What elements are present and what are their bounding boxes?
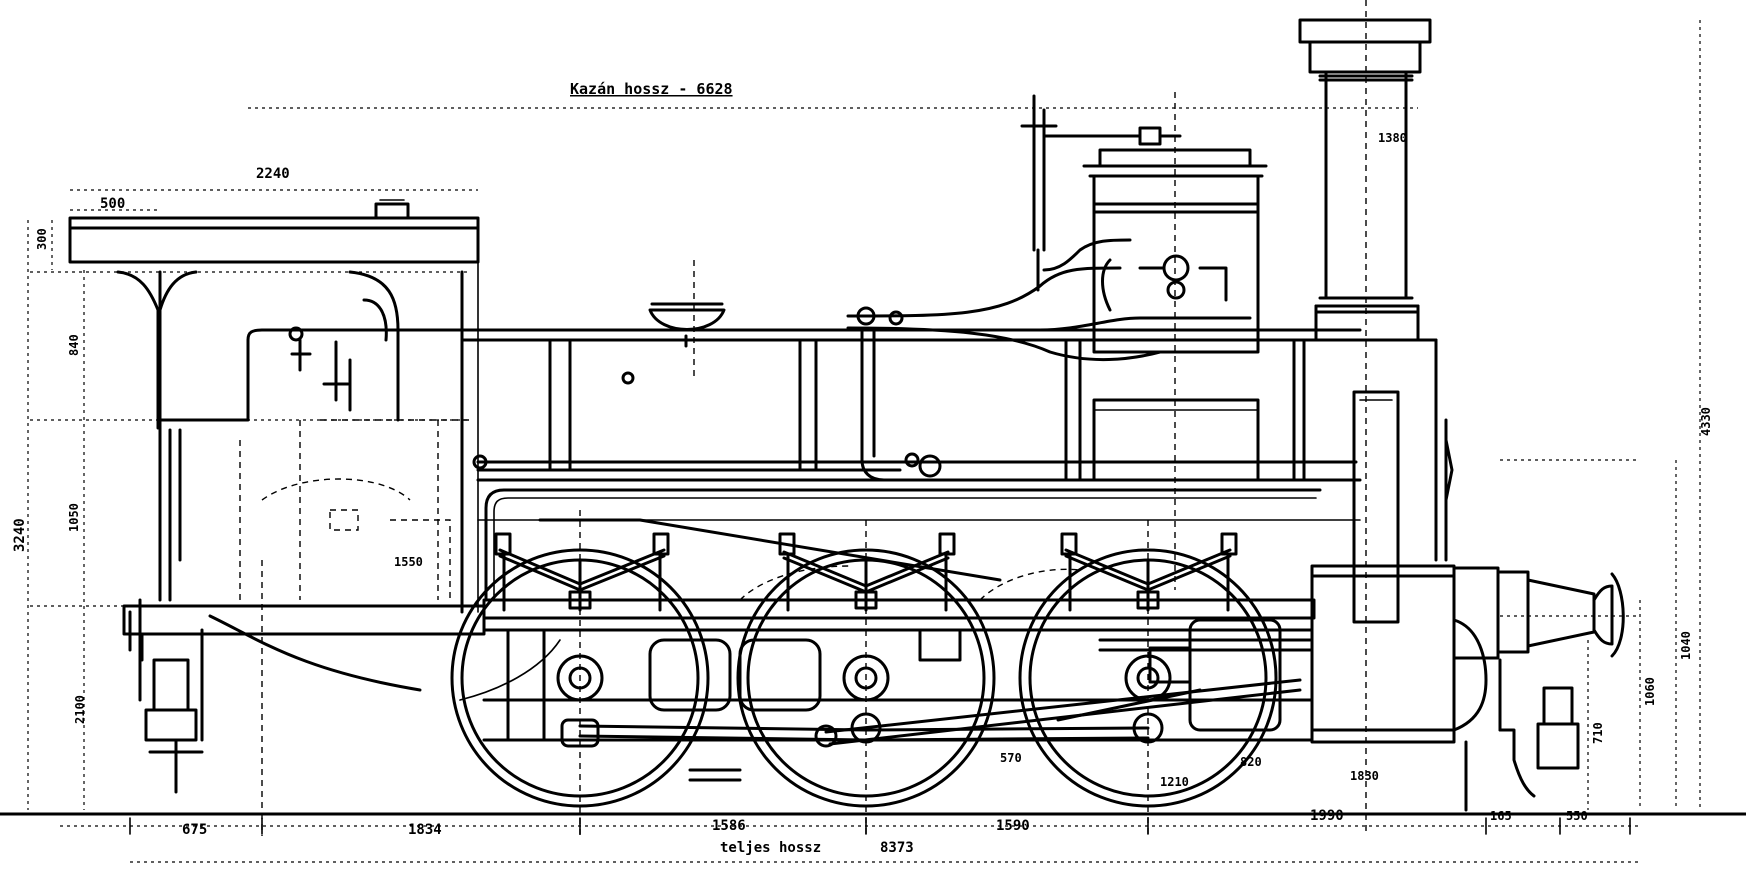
total-length-value: 8373 (880, 840, 914, 856)
chimney-height-label: 4330 (1699, 407, 1713, 436)
roof-height-label: 300 (35, 228, 49, 250)
chimney (1298, 18, 1454, 624)
wheels (450, 548, 1312, 808)
bottom-left-label: 675 (182, 822, 207, 838)
cab-lower-label: 2100 (73, 695, 87, 724)
bottom-front-label: 1990 (1310, 808, 1344, 824)
frame (208, 488, 1322, 742)
steam-dome (1020, 94, 1268, 354)
firebox-inner-label: 1550 (394, 555, 423, 569)
roof-overhang-label: 500 (100, 196, 125, 212)
cab-roof (68, 199, 480, 264)
boiler (460, 266, 1362, 521)
front-end (1310, 564, 1625, 812)
dimension-labels: Kazán hossz - 6628 2240 500 300 840 1050… (12, 80, 1713, 856)
total-length-label: teljes hossz (720, 840, 821, 856)
axle-base-1-label: 1586 (712, 818, 746, 834)
wheel-front (1018, 548, 1278, 808)
overall-length-title: Kazán hossz - 6628 (570, 80, 733, 98)
smokebox-length-label: 1830 (1350, 769, 1379, 783)
buffer-center-label: 1060 (1643, 677, 1657, 706)
cylinder-dim-label: 820 (1240, 755, 1262, 769)
cab-upper-label: 840 (67, 334, 81, 356)
roof-width-label: 2240 (256, 166, 290, 182)
bottom-right-a-label: 165 (1490, 809, 1512, 823)
bottom-second-label: 1834 (408, 822, 442, 838)
small-a-label: 570 (1000, 751, 1022, 765)
slide-dim-label: 1210 (1160, 775, 1189, 789)
bottom-right-b-label: 550 (1566, 809, 1588, 823)
wheel-rear (450, 548, 710, 808)
total-height-left-label: 3240 (12, 518, 28, 552)
cab-mid-label: 1050 (67, 503, 81, 532)
buffer-height-label: 1040 (1679, 631, 1693, 660)
chimney-top-dim-label: 1380 (1378, 131, 1407, 145)
cab (116, 239, 486, 794)
buffer-low-label: 710 (1591, 722, 1605, 744)
axle-base-2-label: 1590 (996, 818, 1030, 834)
